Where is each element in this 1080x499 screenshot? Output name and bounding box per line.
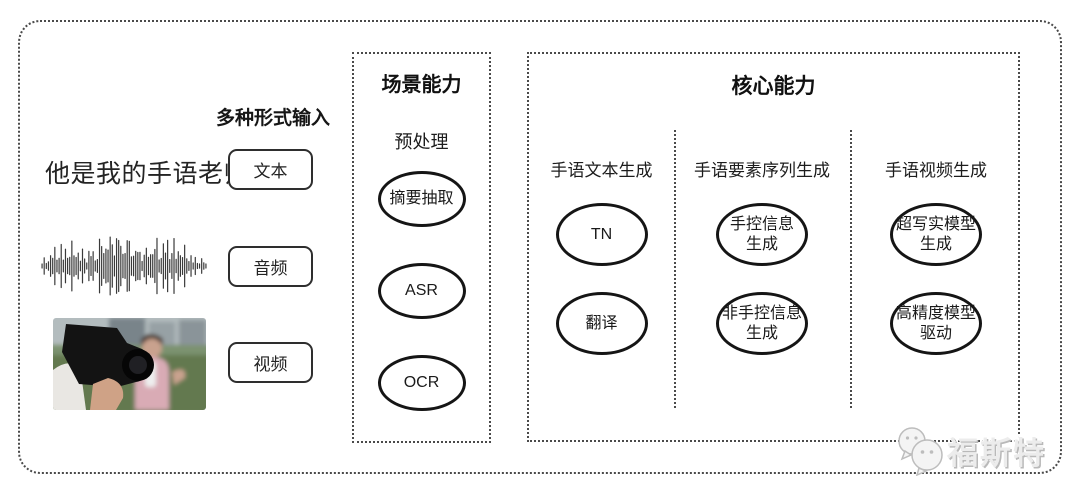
input-section-label: 多种形式输入	[215, 108, 330, 129]
scene-box-title: 场景能力	[381, 74, 462, 96]
node-non-manual-info-generation: 非手控信息 生成	[716, 292, 808, 355]
node-hyperrealistic-model-generation: 超写实模型 生成	[890, 203, 982, 266]
audio-waveform-icon	[41, 236, 207, 296]
preprocess-label: 预处理	[394, 132, 449, 152]
input-type-label-video: 视频	[253, 355, 288, 374]
node-ocr: OCR	[377, 355, 466, 411]
node-asr: ASR	[377, 263, 466, 319]
input-type-label-audio: 音频	[253, 259, 288, 278]
node-translation: 翻译	[555, 292, 648, 355]
chat-mascot-icon	[898, 427, 943, 476]
input-type-box-audio: 音频	[228, 246, 313, 287]
video-thumbnail	[53, 318, 206, 410]
input-type-label-text: 文本	[253, 162, 288, 181]
core-column-label: 手语要素序列生成	[694, 161, 830, 180]
column-divider	[674, 130, 676, 408]
watermark: 福斯特	[896, 424, 1046, 476]
node-summary-extraction: 摘要抽取	[377, 171, 466, 227]
watermark-text: 福斯特	[947, 435, 1046, 471]
sample-sentence-text: 他是我的手语老师	[45, 160, 250, 188]
camera-interview-photo	[53, 318, 206, 410]
core-column-element-sequence: 手语要素序列生成 手控信息 生成 非手控信息 生成	[674, 54, 850, 440]
core-column-video-generation: 手语视频生成 超写实模型 生成 高精度模型 驱动	[850, 54, 1022, 440]
node-tn: TN	[555, 203, 648, 266]
input-type-box-video: 视频	[228, 342, 313, 383]
core-column-label: 手语视频生成	[885, 161, 987, 180]
core-box-title: 核心能力	[731, 75, 816, 98]
node-manual-info-generation: 手控信息 生成	[716, 203, 808, 266]
core-column-text-generation: 手语文本生成 TN 翻译	[529, 54, 674, 440]
scene-capability-box: 场景能力 预处理 摘要抽取 ASR OCR	[352, 52, 491, 443]
core-column-label: 手语文本生成	[550, 161, 653, 180]
core-capability-box: 核心能力 手语文本生成 TN 翻译 手语要素序列生成 手控信息 生成 非手控信息…	[527, 52, 1020, 442]
column-divider	[850, 130, 852, 408]
node-high-precision-model-driving: 高精度模型 驱动	[890, 292, 982, 355]
input-type-box-text: 文本	[228, 149, 313, 190]
